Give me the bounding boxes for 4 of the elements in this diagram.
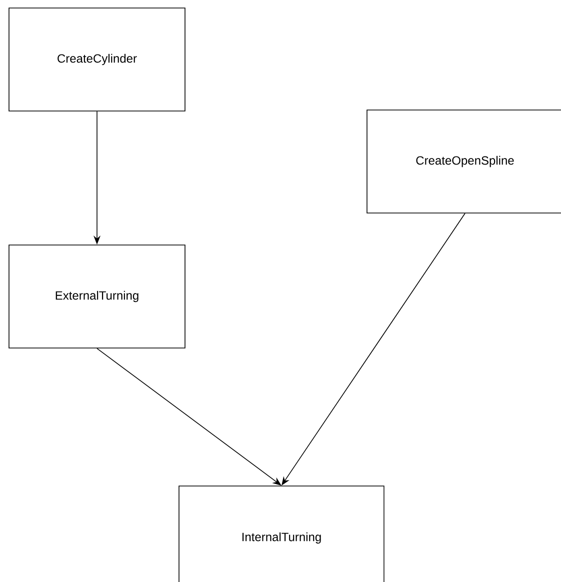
process-box: CreateOpenSpline	[366, 110, 561, 214]
process-box: InternalTurning	[178, 486, 384, 582]
process-box: CreateCylinder	[8, 8, 186, 112]
process-box: ExternalTurning	[8, 244, 186, 348]
